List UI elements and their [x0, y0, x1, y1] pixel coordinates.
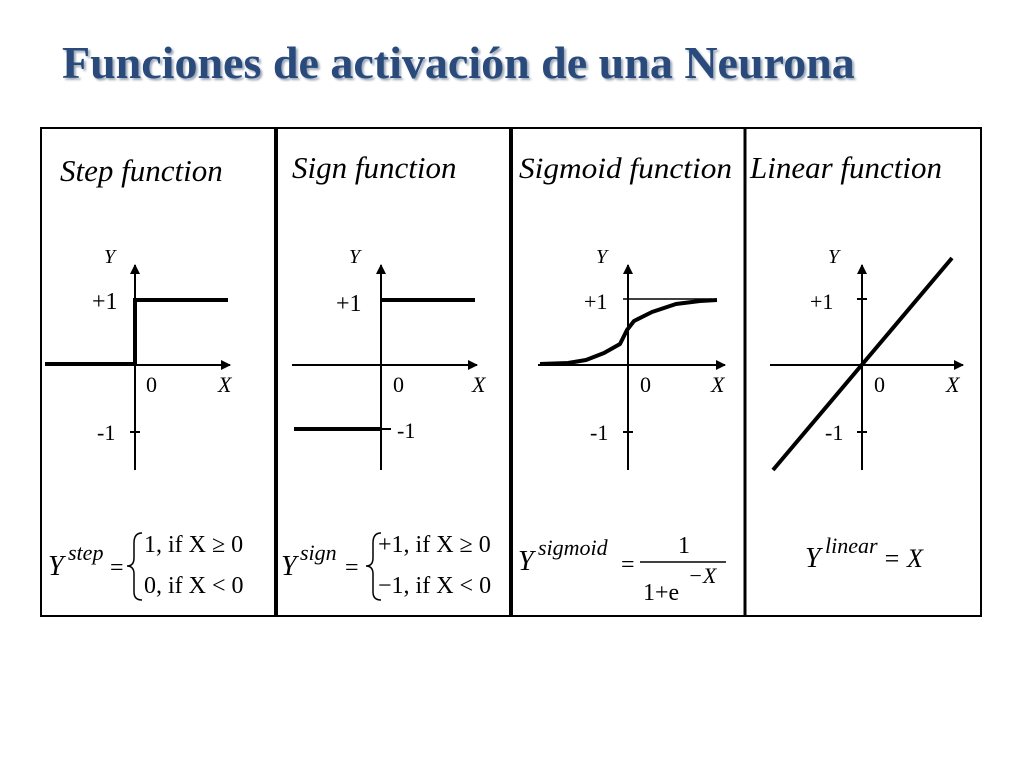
axis-label-x: X: [945, 372, 961, 397]
panel-sign: Sign function Y X 0 +1 -1 Y sign = +1, i…: [281, 150, 491, 601]
formula-lhs: Y: [805, 543, 824, 574]
tick-label-minus-one: -1: [397, 418, 415, 443]
formula-numerator: 1: [678, 533, 690, 559]
axis-label-x: X: [217, 372, 233, 397]
panel-linear: Linear function Y X 0 +1 -1 Y linear = X: [749, 150, 964, 574]
formula-lhs: Y: [281, 551, 300, 582]
sigmoid-curve: [539, 298, 718, 366]
axis-label-y: Y: [104, 246, 117, 268]
formula-lhs: Y: [518, 546, 537, 577]
panel-title-step: Step function: [60, 153, 223, 188]
tick-label-plus-one: +1: [584, 289, 607, 314]
axis-label-x: X: [471, 372, 487, 397]
tick-label-minus-one: -1: [97, 420, 115, 445]
formula-denominator-exponent: −X: [688, 563, 718, 588]
formula-sigmoid: Y sigmoid = 1 1+e −X: [518, 533, 726, 606]
formula-equals: =: [345, 555, 359, 581]
tick-label-minus-one: -1: [825, 420, 843, 445]
formula-sign: Y sign = +1, if X ≥ 0 −1, if X < 0: [281, 532, 491, 601]
linear-curve: [771, 256, 954, 472]
origin-label: 0: [393, 372, 404, 397]
tick-label-plus-one: +1: [92, 289, 118, 315]
formula-superscript: sigmoid: [538, 535, 609, 560]
axis-label-y: Y: [828, 246, 841, 268]
formula-superscript: step: [68, 540, 103, 565]
origin-label: 0: [640, 372, 651, 397]
formula-case-1: 1, if X ≥ 0: [144, 532, 243, 558]
formula-brace: [126, 532, 143, 601]
formula-superscript: sign: [300, 540, 337, 565]
tick-label-plus-one: +1: [336, 291, 362, 317]
formula-denominator: 1+e: [643, 580, 679, 606]
formula-superscript: linear: [825, 533, 878, 558]
panel-title-linear: Linear function: [749, 150, 942, 185]
formula-equals: =: [621, 552, 635, 578]
origin-label: 0: [874, 372, 885, 397]
formula-case-2: 0, if X < 0: [144, 573, 244, 599]
panel-title-sigmoid: Sigmoid function: [519, 152, 732, 185]
formula-case-2: −1, if X < 0: [378, 573, 491, 599]
panel-sigmoid: Sigmoid function Y X 0 +1 -1 Y sigmoid =…: [518, 152, 732, 606]
origin-label: 0: [146, 372, 157, 397]
formula-rhs: = X: [883, 544, 924, 573]
axis-label-x: X: [710, 372, 726, 397]
tick-label-minus-one: -1: [590, 420, 608, 445]
axis-label-y: Y: [349, 246, 362, 268]
formula-case-1: +1, if X ≥ 0: [378, 532, 491, 558]
axis-label-y: Y: [596, 246, 609, 268]
formula-equals: =: [110, 555, 124, 581]
formula-brace: [365, 532, 382, 601]
formula-linear: Y linear = X: [805, 533, 924, 574]
tick-label-plus-one: +1: [810, 289, 833, 314]
formula-lhs: Y: [48, 551, 67, 582]
panel-title-sign: Sign function: [292, 150, 456, 185]
panel-step: Step function Y X 0 +1 -1 Y step = 1, if…: [45, 153, 244, 601]
formula-step: Y step = 1, if X ≥ 0 0, if X < 0: [48, 532, 244, 601]
slide-title: Funciones de activación de una Neurona: [62, 37, 855, 88]
step-curve: [45, 298, 228, 366]
